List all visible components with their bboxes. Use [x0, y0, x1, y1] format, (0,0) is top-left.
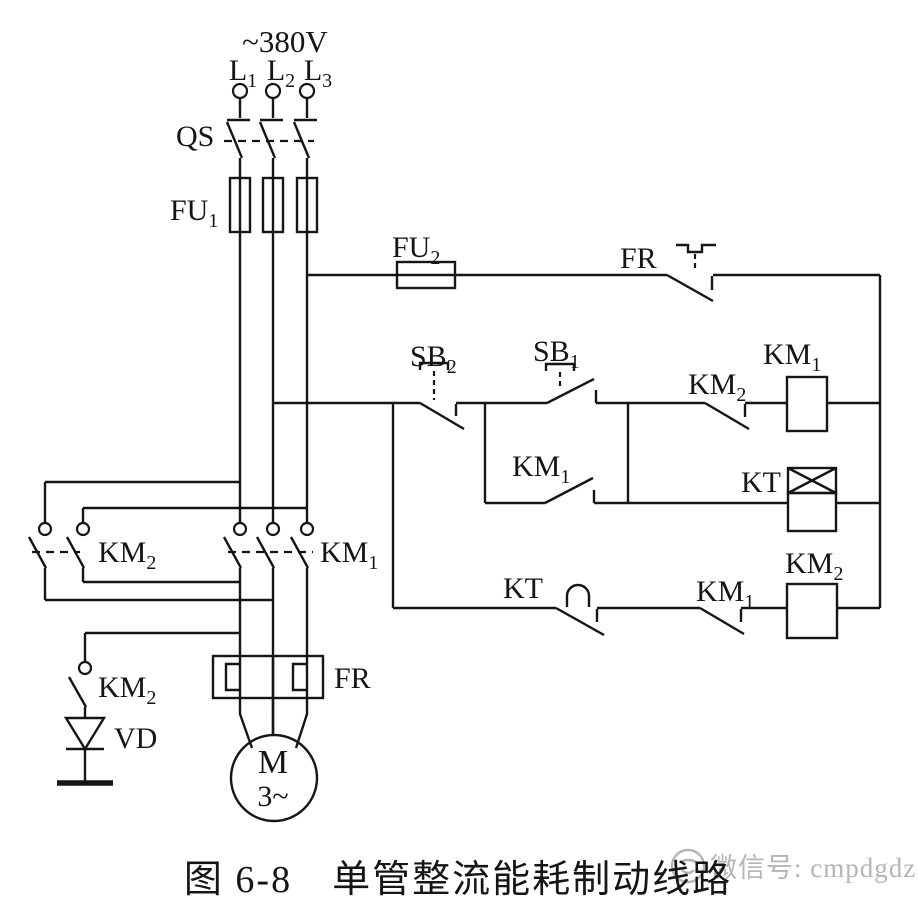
- km1-main-label: KM1: [320, 536, 378, 574]
- fu1-fuses: [228, 158, 319, 523]
- l2-label: L2: [267, 54, 295, 92]
- vd-label: VD: [114, 722, 157, 755]
- km2-coil-box: [785, 582, 839, 640]
- qs-switch: [224, 98, 317, 159]
- fuse-fu2: [395, 260, 457, 290]
- kt-contact-label: KT: [503, 572, 543, 605]
- motor: [229, 698, 319, 823]
- braking-wires: [45, 480, 307, 635]
- sb2-cap: [418, 361, 450, 370]
- fu2-label: FU2: [392, 231, 440, 269]
- km2-coil-label: KM2: [785, 547, 843, 585]
- l3-label: L3: [304, 54, 332, 92]
- km1-holding-branch: [483, 403, 630, 505]
- control-row-brake: [391, 403, 880, 640]
- fu1-label: FU1: [170, 194, 218, 232]
- sb1-label: SB1: [533, 335, 580, 373]
- fr-trip-bracket: [676, 243, 716, 254]
- fr-heater-element-1: [224, 662, 240, 692]
- fr-contact-label: FR: [620, 242, 657, 275]
- sb2-blade: [419, 401, 465, 431]
- km2-nc-label: KM2: [688, 368, 746, 406]
- watermark-text: 微信号: cmpdgdz: [710, 853, 916, 883]
- motor-phase-label: 3~: [257, 780, 288, 813]
- kt-delay-arc: [565, 583, 591, 607]
- watermark: 微信号: cmpdgdz: [670, 848, 916, 884]
- km2-nc-blade: [704, 401, 750, 431]
- watermark-logo-glyph: [679, 858, 697, 875]
- fuse-fu1-a: [228, 176, 252, 234]
- km1-coil-box: [785, 375, 829, 433]
- fr-heater-label: FR: [334, 662, 371, 695]
- vd-diode-triangle: [63, 716, 107, 752]
- km1-nc-blade: [699, 606, 745, 636]
- fuse-fu1-c: [295, 176, 319, 234]
- sb1-cap: [544, 362, 576, 371]
- fr-heater-element-2: [291, 662, 307, 692]
- km1-holding-label: KM1: [512, 450, 570, 488]
- motor-circle: [229, 733, 319, 823]
- vd-branch: [57, 633, 113, 786]
- figure-caption: 图 6-8 单管整流能耗制动线路: [184, 859, 732, 901]
- voltage-label: ~380V: [242, 24, 328, 59]
- sb1-blade: [546, 377, 595, 405]
- km1-main-contacts: [222, 521, 315, 735]
- sb2-label: SB2: [410, 340, 457, 378]
- km2-main-contacts: [27, 482, 91, 600]
- phase-lines: [238, 158, 309, 523]
- watermark-logo-icon: [670, 848, 706, 884]
- kt-contact-blade: [555, 606, 605, 637]
- kt-coil-row: [628, 466, 880, 533]
- control-row-start: [273, 361, 880, 433]
- km2-brake-blade: [67, 676, 88, 708]
- km2-brake-terminal: [77, 660, 93, 676]
- fr-heater-box: [211, 654, 325, 700]
- qs-label: QS: [176, 120, 214, 153]
- fr-contact-blade: [666, 273, 714, 303]
- kt-coil-x: [787, 466, 837, 495]
- fuse-fu1-b: [261, 176, 285, 234]
- km1-hold-blade: [544, 476, 594, 505]
- control-top-rail: [307, 243, 882, 608]
- kt-coil-box: [786, 491, 838, 533]
- fr-heater: [211, 654, 325, 700]
- km2-main-label: KM2: [98, 536, 156, 574]
- supply-terminals: [231, 82, 316, 100]
- motor-m-label: M: [258, 744, 288, 781]
- km1-coil-label: KM1: [763, 338, 821, 376]
- kt-coil-label: KT: [741, 466, 781, 499]
- l1-label: L1: [229, 54, 257, 92]
- km1-nc-label: KM1: [696, 575, 754, 613]
- km2-brake-label: KM2: [98, 671, 156, 709]
